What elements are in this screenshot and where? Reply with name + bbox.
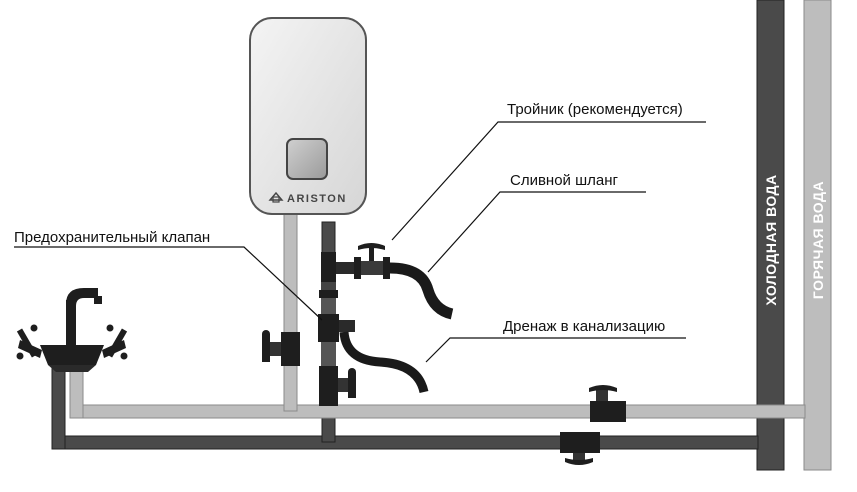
label-sewer-drain: Дренаж в канализацию <box>503 318 665 335</box>
mixer-faucet <box>16 288 128 372</box>
faucet-left-handle-icon <box>16 324 42 360</box>
cold-line-valve <box>560 432 600 465</box>
drain-hose <box>389 262 454 320</box>
hot-water-riser: ГОРЯЧАЯ ВОДА <box>803 0 832 471</box>
hot-shutoff-valve <box>262 330 300 366</box>
cold-shutoff-valve <box>319 366 356 406</box>
cold-water-riser: ХОЛОДНАЯ ВОДА <box>756 0 785 471</box>
ariston-logo-icon <box>268 191 284 203</box>
leader-sewer-drain <box>425 337 686 363</box>
label-tee: Тройник (рекомендуется) <box>507 101 683 118</box>
label-safety-valve: Предохранительный клапан <box>14 229 210 246</box>
leader-safety-valve <box>14 246 323 321</box>
leader-tee <box>391 121 706 241</box>
heater-control-button <box>286 138 328 180</box>
cold-water-label: ХОЛОДНАЯ ВОДА <box>763 174 779 305</box>
sewer-drain-hose <box>339 331 429 394</box>
faucet-right-handle-icon <box>102 324 128 360</box>
hot-water-label: ГОРЯЧАЯ ВОДА <box>810 181 826 299</box>
hot-line-valve <box>589 385 626 422</box>
leader-drain-hose <box>427 191 646 273</box>
heater-brand: ARISTON <box>287 193 347 205</box>
water-heater: ARISTON <box>249 17 367 215</box>
leader-lines <box>14 121 706 363</box>
safety-valve <box>318 282 355 368</box>
label-drain-hose: Сливной шланг <box>510 172 619 189</box>
tee-fitting <box>321 243 390 282</box>
